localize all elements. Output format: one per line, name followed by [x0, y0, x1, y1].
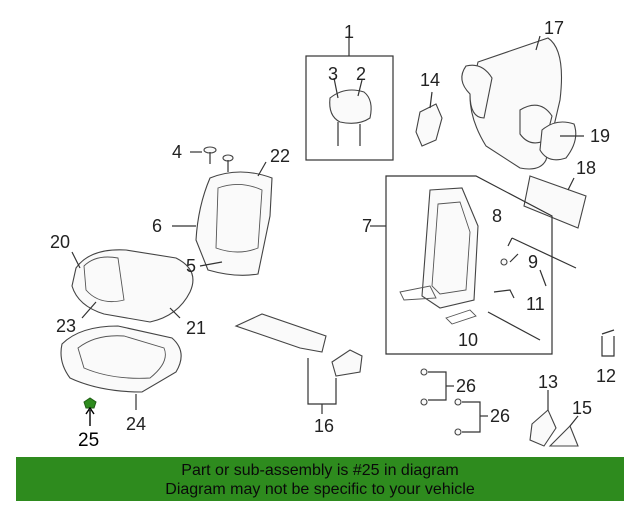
callout-13: 13	[538, 372, 558, 392]
callout-6: 6	[152, 216, 162, 236]
callout-2: 2	[356, 64, 366, 84]
callout-4: 4	[172, 142, 182, 162]
callout-26a: 26	[456, 376, 476, 396]
callout-21: 21	[186, 318, 206, 338]
part-12	[601, 329, 615, 357]
callout-5: 5	[186, 256, 196, 276]
headrest-group	[305, 36, 394, 161]
callout-12: 12	[596, 366, 616, 386]
part-15	[548, 425, 579, 447]
callout-23: 23	[56, 316, 76, 336]
seat-rail	[234, 313, 363, 414]
callout-22: 22	[270, 146, 290, 166]
part-18-cover	[523, 175, 587, 229]
banner-line-2: Diagram may not be specific to your vehi…	[165, 481, 475, 498]
callout-20: 20	[50, 232, 70, 252]
callout-19: 19	[590, 126, 610, 146]
callout-3: 3	[328, 64, 338, 84]
info-banner: Part or sub-assembly is #25 in diagram D…	[16, 457, 624, 501]
part-19-pad	[539, 121, 577, 161]
clips-26	[420, 368, 488, 436]
callout-10: 10	[458, 330, 478, 350]
banner-line-1: Part or sub-assembly is #25 in diagram	[181, 462, 459, 479]
callout-17: 17	[544, 18, 564, 38]
callout-7: 7	[362, 216, 372, 236]
callout-18: 18	[576, 158, 596, 178]
part-25-clip	[83, 397, 97, 426]
callout-11: 11	[526, 294, 545, 314]
part-14-bracket	[415, 103, 443, 147]
callout-8: 8	[492, 206, 502, 226]
callout-9: 9	[528, 252, 538, 272]
seat-cushion	[71, 249, 194, 323]
callout-14: 14	[420, 70, 440, 90]
callout-16: 16	[314, 416, 334, 436]
seat-pan	[60, 325, 182, 410]
part-4-bolt	[190, 146, 234, 172]
callout-26b: 26	[490, 406, 510, 426]
parts-diagram: 1 2 3 4 5 6 7 8 9 10 11 12 13 14 15 16 1…	[50, 18, 616, 451]
callout-15: 15	[572, 398, 592, 418]
callout-1: 1	[344, 22, 354, 42]
part-13	[529, 409, 557, 447]
callout-24: 24	[126, 414, 146, 434]
callout-25: 25	[78, 430, 99, 451]
seat-frame-box	[370, 175, 577, 355]
seat-back-cushion	[172, 161, 273, 276]
